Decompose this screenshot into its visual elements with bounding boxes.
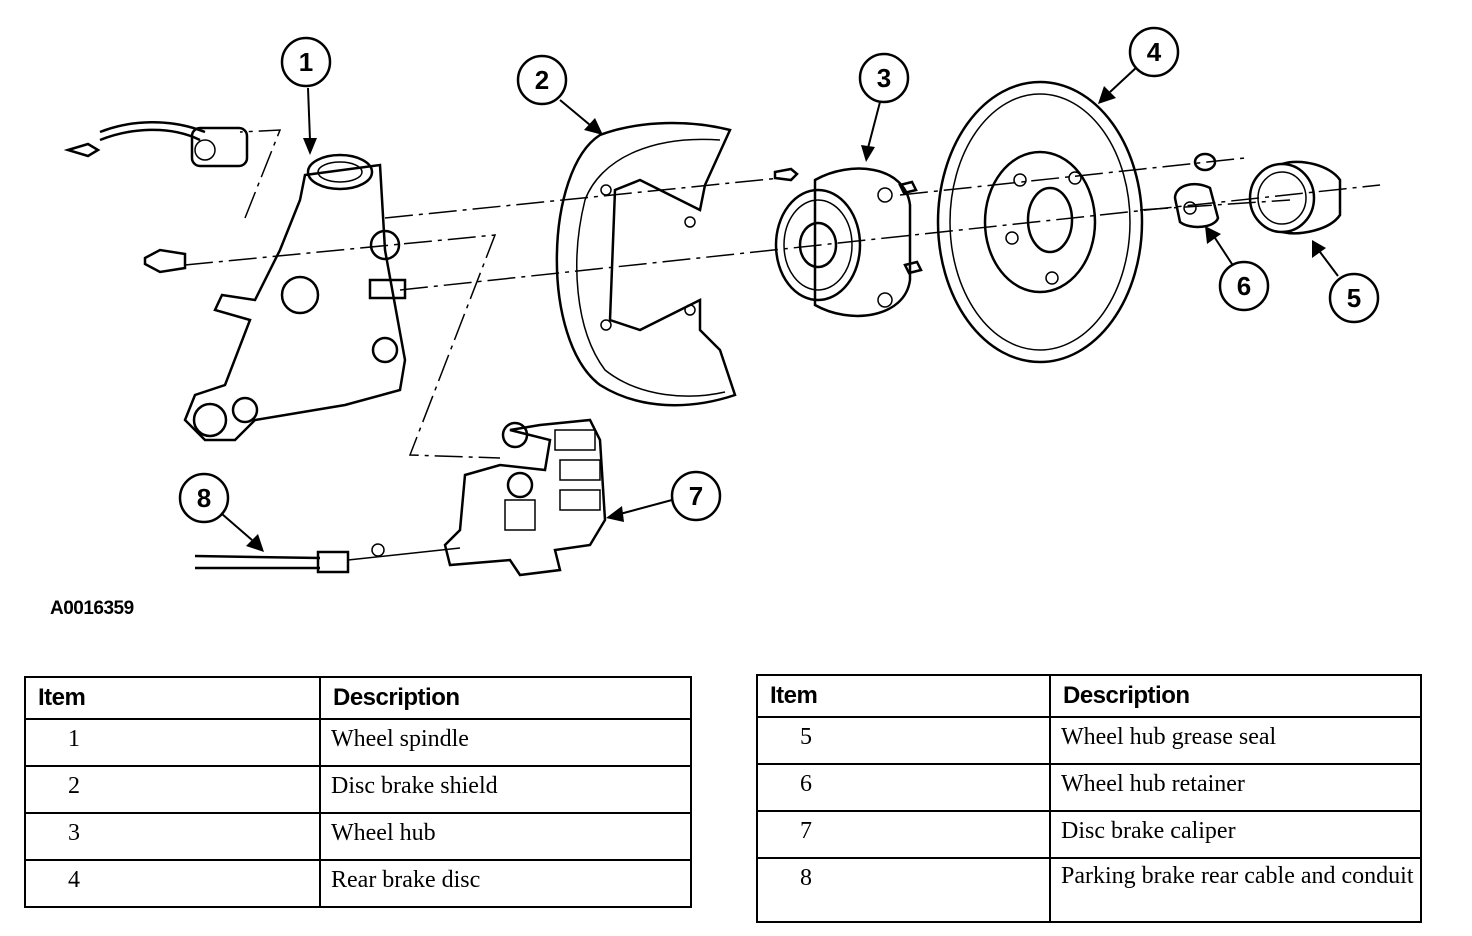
item-number: 3 [24, 812, 321, 861]
rear-brake-disc-drawing [936, 80, 1144, 364]
table-row: 6 Wheel hub retainer [756, 763, 1422, 812]
table-row: 2 Disc brake shield [24, 765, 692, 814]
svg-text:8: 8 [197, 483, 211, 513]
item-description: Disc brake caliper [1049, 810, 1422, 859]
assembly-lines [184, 129, 1381, 459]
callout-6: 6 [1205, 226, 1270, 312]
table-row: 8 Parking brake rear cable and conduit [756, 857, 1422, 923]
parking-brake-cable-drawing [194, 543, 461, 574]
column-header-item: Item [756, 674, 1051, 718]
item-number: 8 [756, 857, 1051, 923]
svg-text:4: 4 [1147, 37, 1162, 67]
table-header-row: Item Description [756, 674, 1422, 718]
legend-table-right: Item Description 5 Wheel hub grease seal… [756, 674, 1422, 923]
column-header-item: Item [24, 676, 321, 720]
table-row: 7 Disc brake caliper [756, 810, 1422, 859]
table-header-row: Item Description [24, 676, 692, 720]
figure-id: A0016359 [50, 598, 134, 619]
svg-text:2: 2 [535, 65, 549, 95]
item-description: Wheel hub retainer [1049, 763, 1422, 812]
disc-brake-shield-drawing [555, 121, 799, 407]
item-number: 7 [756, 810, 1051, 859]
disc-brake-caliper-drawing [443, 418, 607, 577]
column-header-description: Description [319, 676, 692, 720]
table-row: 1 Wheel spindle [24, 718, 692, 767]
item-number: 4 [24, 859, 321, 908]
wheel-hub-drawing [774, 167, 923, 318]
exploded-view-diagram: 1 2 3 4 5 6 7 8 [63, 26, 1381, 577]
table-row: 5 Wheel hub grease seal [756, 716, 1422, 765]
item-number: 5 [756, 716, 1051, 765]
item-description: Parking brake rear cable and conduit [1049, 857, 1422, 923]
table-row: 4 Rear brake disc [24, 859, 692, 908]
wheel-hub-grease-seal-drawing [1248, 160, 1342, 235]
svg-text:5: 5 [1347, 283, 1361, 313]
callout-2: 2 [516, 54, 603, 135]
wheel-hub-retainer-drawing [1173, 152, 1220, 229]
svg-text:3: 3 [877, 63, 891, 93]
item-description: Rear brake disc [319, 859, 692, 908]
callout-4: 4 [1098, 26, 1180, 104]
callout-7: 7 [606, 470, 722, 522]
table-row: 3 Wheel hub [24, 812, 692, 861]
callout-8: 8 [178, 472, 264, 552]
abs-sensor [63, 121, 249, 168]
item-description: Wheel hub [319, 812, 692, 861]
callout-3: 3 [858, 52, 910, 162]
item-number: 2 [24, 765, 321, 814]
column-header-description: Description [1049, 674, 1422, 718]
svg-text:1: 1 [299, 47, 313, 77]
callout-5: 5 [1312, 240, 1380, 324]
svg-text:7: 7 [689, 481, 703, 511]
item-description: Wheel hub grease seal [1049, 716, 1422, 765]
wheel-spindle-drawing [143, 153, 407, 442]
item-description: Wheel spindle [319, 718, 692, 767]
svg-text:6: 6 [1237, 271, 1251, 301]
item-number: 1 [24, 718, 321, 767]
item-description: Disc brake shield [319, 765, 692, 814]
item-number: 6 [756, 763, 1051, 812]
callout-1: 1 [280, 36, 332, 155]
legend-table-left: Item Description 1 Wheel spindle 2 Disc … [24, 676, 692, 908]
